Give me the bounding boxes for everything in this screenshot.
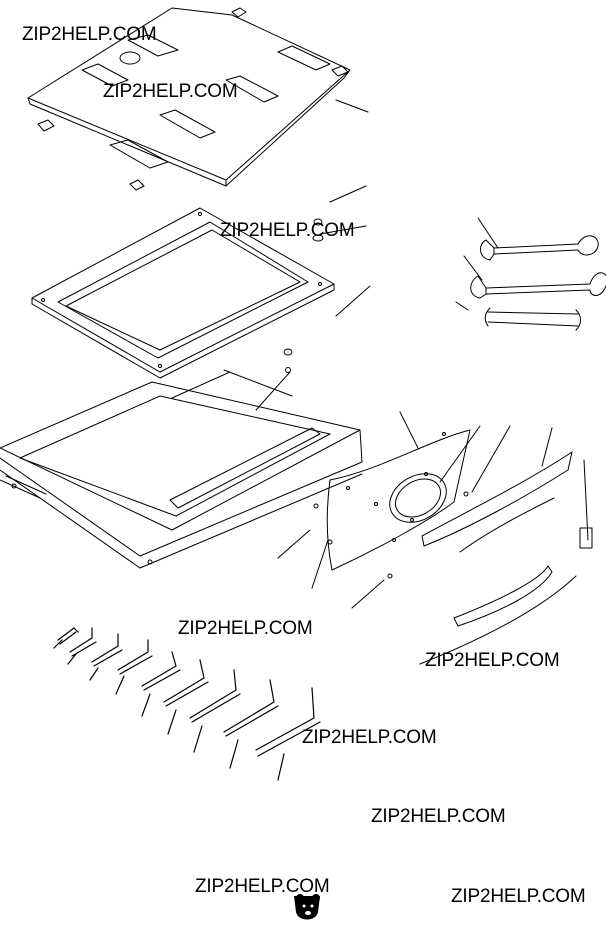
leader-lines (171, 99, 553, 609)
watermark-text: ZIP2HELP.COM (451, 886, 586, 907)
watermark-text: ZIP2HELP.COM (22, 24, 157, 45)
top-plate-part (27, 7, 351, 191)
frame-part (31, 207, 335, 379)
wrench-set (455, 217, 606, 331)
watermark-text: ZIP2HELP.COM (220, 220, 355, 241)
watermark-text: ZIP2HELP.COM (371, 806, 506, 827)
bear-logo-icon (294, 894, 320, 920)
watermark-text: ZIP2HELP.COM (195, 876, 330, 897)
watermark-text: ZIP2HELP.COM (302, 727, 437, 748)
watermark-text: ZIP2HELP.COM (425, 650, 560, 671)
watermark-text: ZIP2HELP.COM (103, 81, 238, 102)
hex-key-set (53, 627, 321, 781)
side-panel-part (313, 429, 471, 579)
watermark-text: ZIP2HELP.COM (178, 618, 313, 639)
curved-strips-part (419, 451, 593, 665)
bottom-tray-part (0, 381, 363, 569)
hardware-parts (283, 218, 324, 373)
